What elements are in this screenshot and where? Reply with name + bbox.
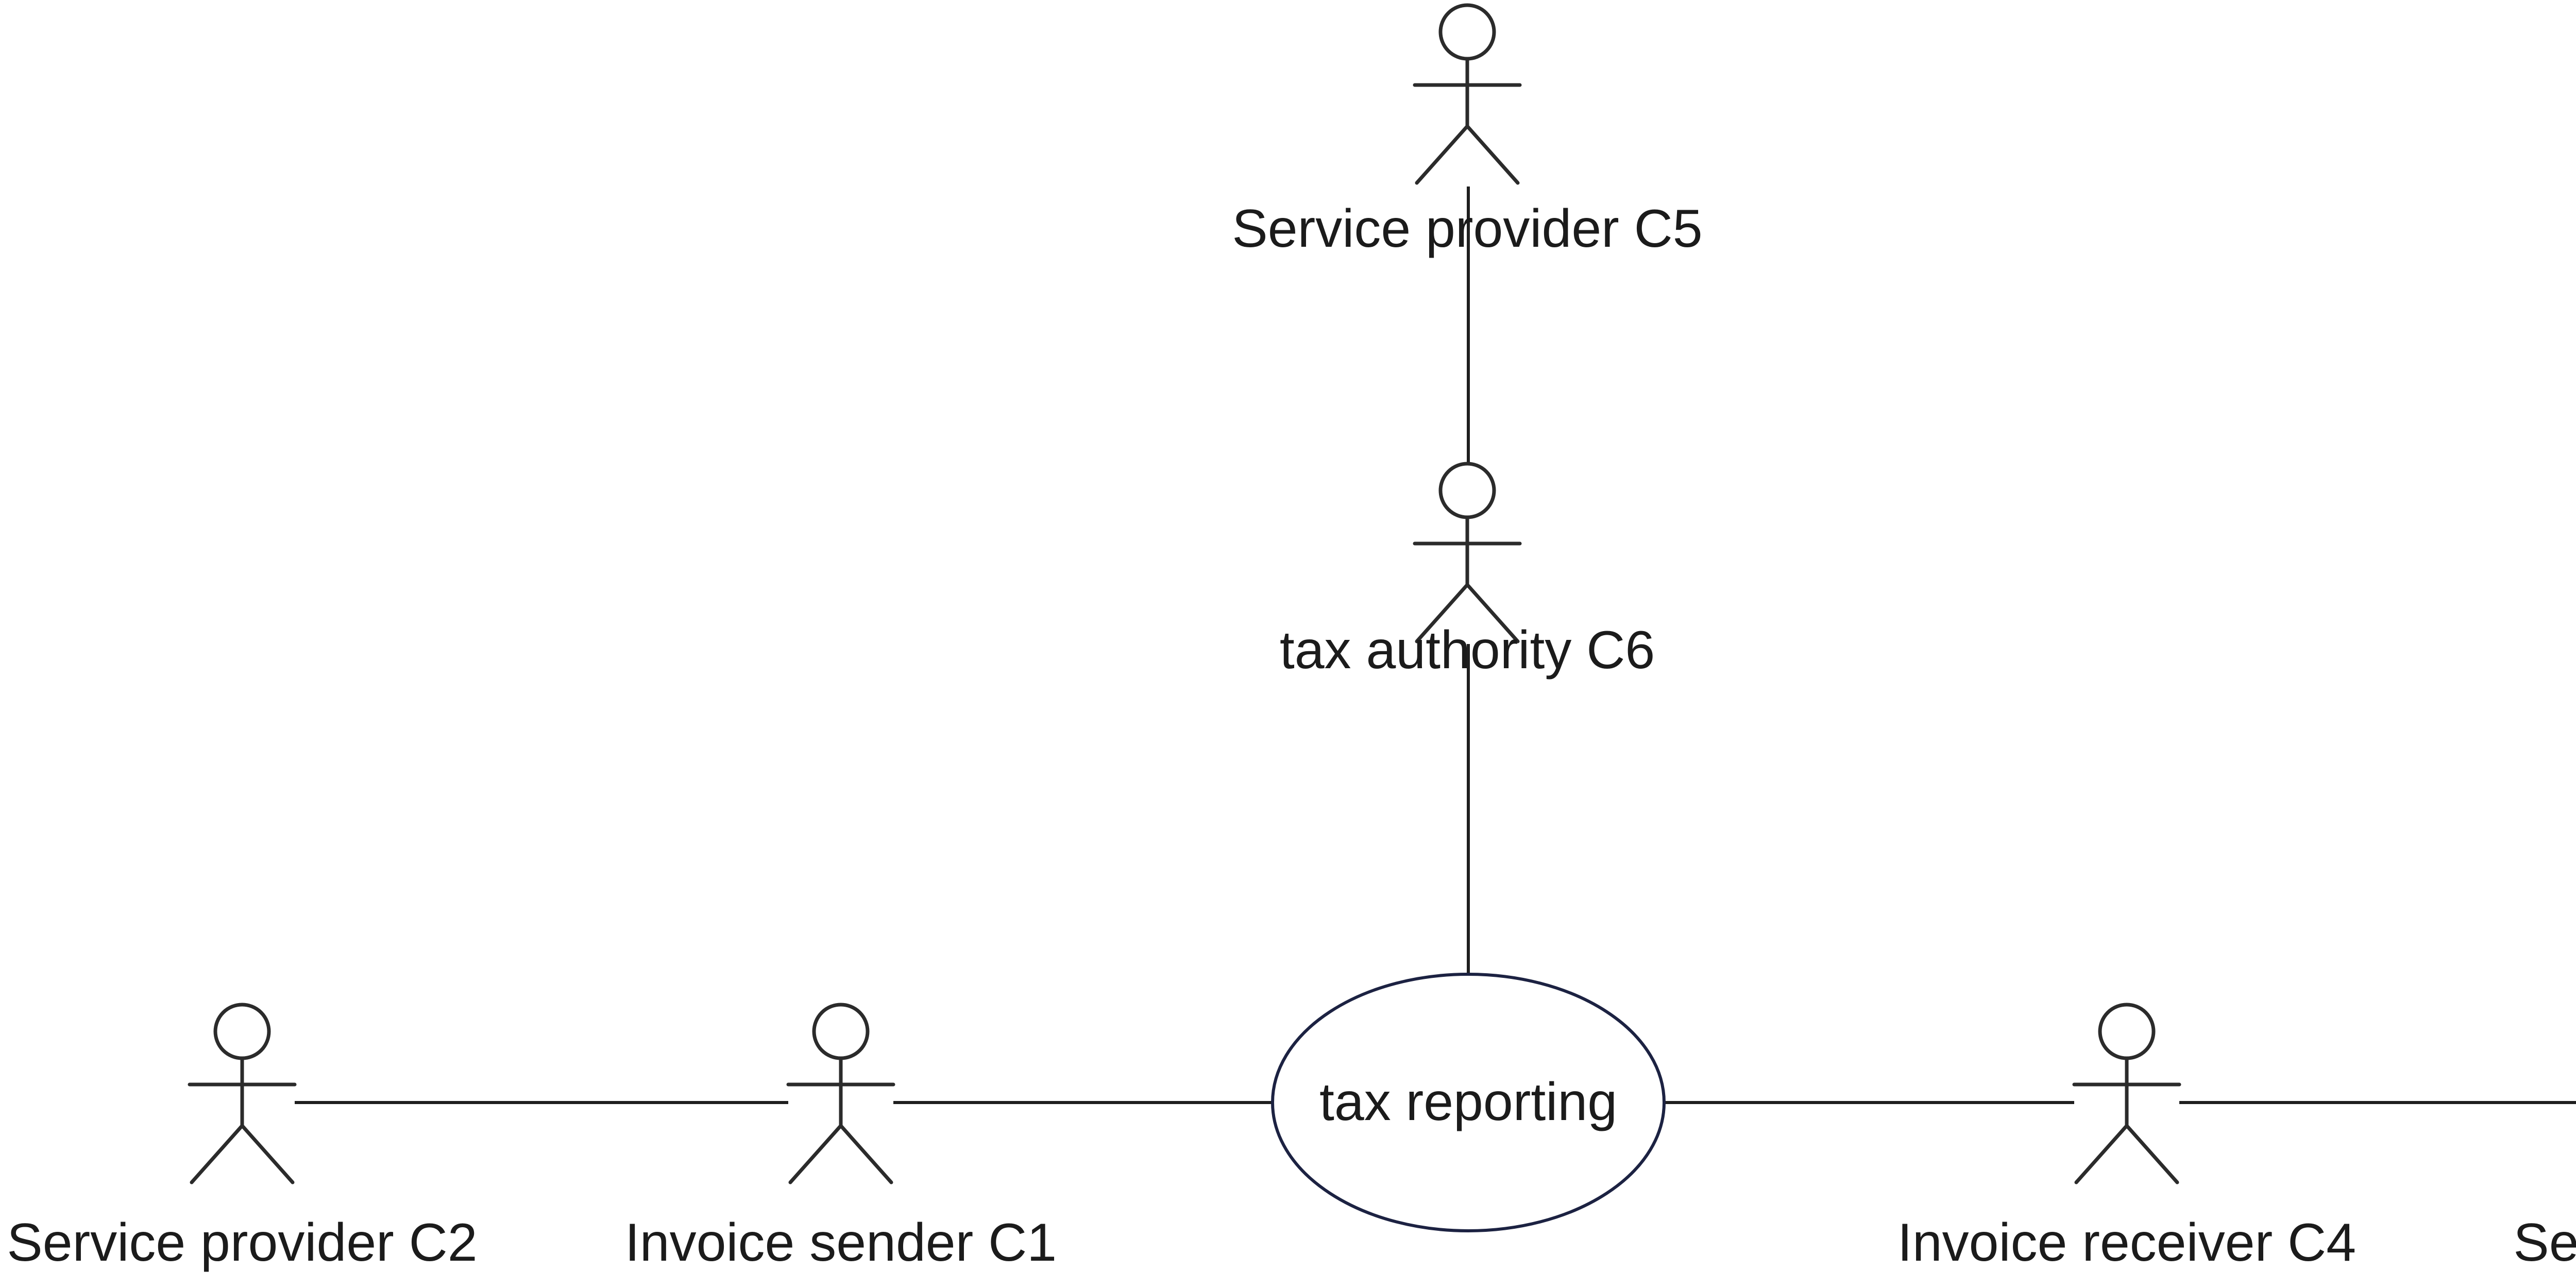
actor-label-invoice-receiver-c4: Invoice receiver C4 <box>1897 1213 2357 1273</box>
stick-figure-icon-service-provider-c2 <box>190 1005 295 1182</box>
actor-label-service-provider-c2: Service provider C2 <box>7 1213 478 1273</box>
stick-figure-icon-tax-authority-c6 <box>1415 464 1520 641</box>
actor-label-service-provider-c5: Service provider C5 <box>1232 199 1703 259</box>
association-lines <box>295 187 2576 1104</box>
stick-figure-icon-invoice-receiver-c4 <box>2074 1005 2179 1182</box>
stick-figure-icon-invoice-sender-c1 <box>788 1005 893 1182</box>
actor-label-invoice-sender-c1: Invoice sender C1 <box>624 1213 1057 1273</box>
use-case-ellipse <box>1271 973 1666 1232</box>
stick-figure-icon-service-provider-c5 <box>1415 5 1520 183</box>
use-case-label: tax reporting <box>1319 1072 1618 1132</box>
actor-label-tax-authority-c6: tax authority C6 <box>1279 620 1655 681</box>
actor-label-service-provider-c3: Service provider C3 <box>2513 1213 2576 1273</box>
